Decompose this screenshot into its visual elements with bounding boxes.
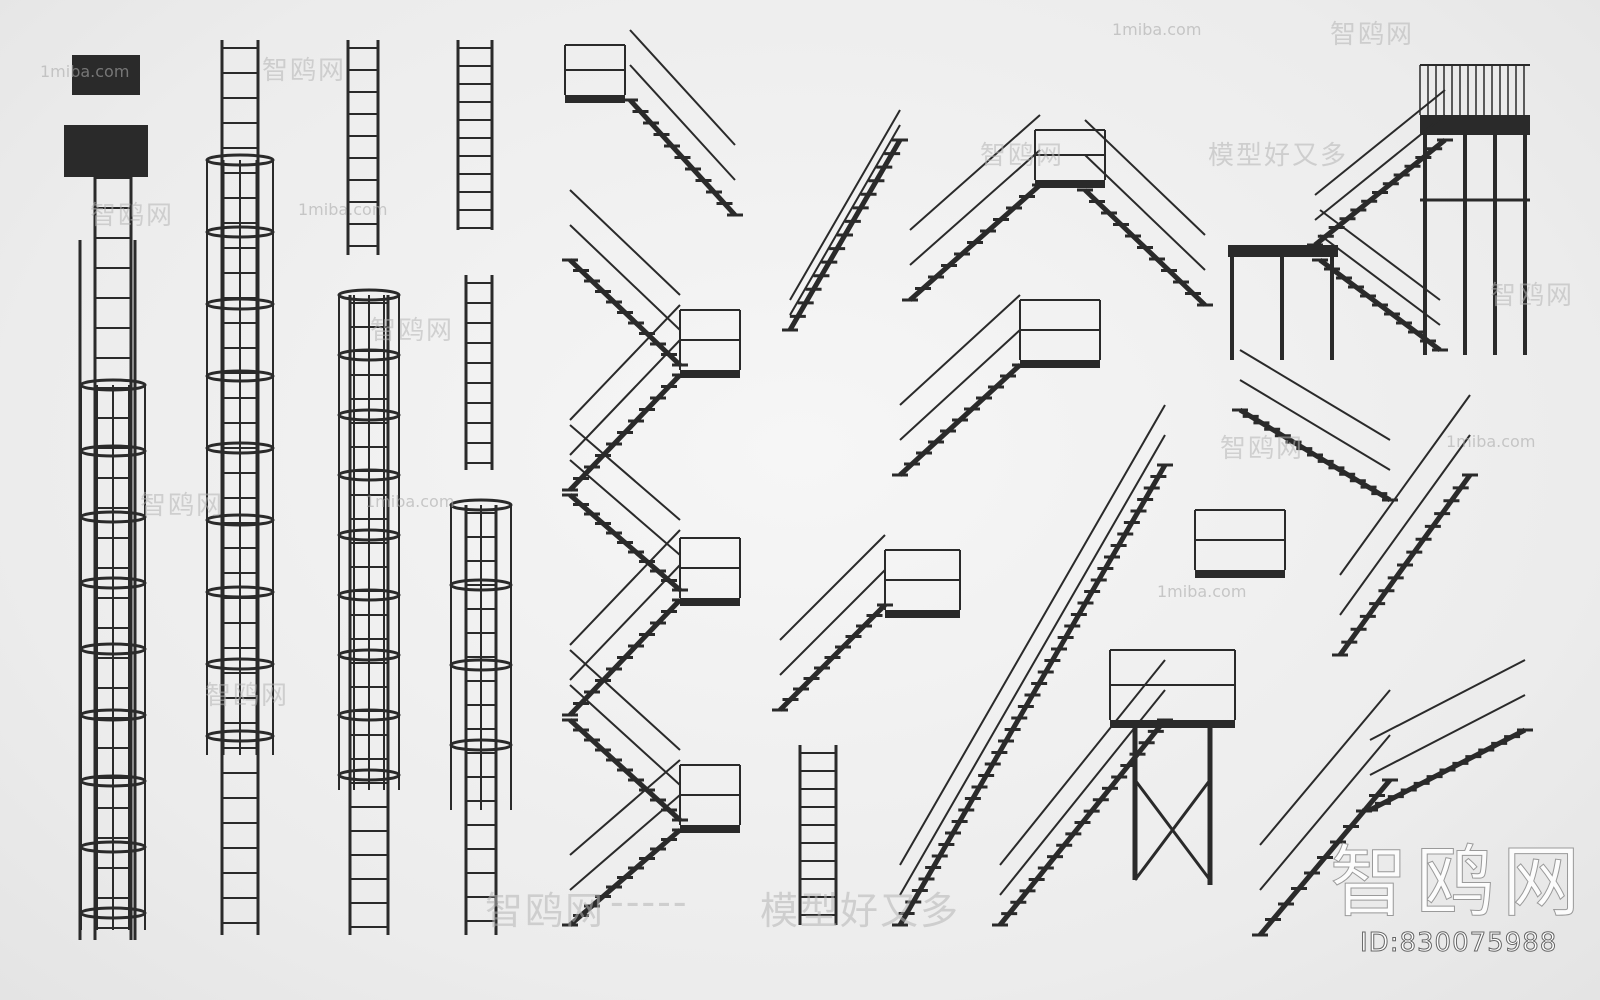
- stair-flight: [1307, 89, 1453, 247]
- watermark-site: 1miba.com: [298, 200, 388, 219]
- ladder: [456, 40, 494, 230]
- stair-flight: [782, 109, 908, 332]
- watermark-brand: 智鸥网: [485, 889, 606, 933]
- watermark-brand: 智鸥网: [140, 491, 225, 521]
- stair-flight: [622, 29, 743, 217]
- landing: [1194, 509, 1286, 578]
- model-id-label: ID:830075988: [1359, 928, 1558, 959]
- landing: [679, 309, 741, 378]
- stair-flight: [1252, 689, 1398, 937]
- stair-flight: [562, 304, 688, 492]
- watermark-brand: 智鸥网: [205, 681, 290, 711]
- stair-flight: [562, 424, 688, 592]
- watermark-brand-large: 智鸥网: [1329, 838, 1589, 929]
- stair-flight: [1312, 209, 1448, 352]
- watermark-site: 1miba.com: [1157, 582, 1247, 601]
- landing: [1109, 649, 1236, 728]
- stair-flight: [562, 649, 688, 822]
- step-ladder: [798, 745, 838, 925]
- caged-ladder: [205, 40, 275, 935]
- watermark-slogan: 模型好又多: [1208, 141, 1349, 171]
- watermark-brand: 智鸥网: [370, 316, 455, 346]
- watermark-site: 1miba.com: [1112, 20, 1202, 39]
- stair-flight: [1332, 394, 1478, 657]
- landing: [679, 537, 741, 606]
- landing: [884, 549, 961, 618]
- stair-flight: [1077, 119, 1213, 307]
- caged-ladder: [337, 288, 401, 935]
- watermark-brand: 智鸥网: [1490, 281, 1575, 311]
- watermark-site: 1miba.com: [40, 62, 130, 81]
- ladder: [464, 275, 494, 470]
- ladder: [346, 40, 380, 255]
- watermark-dashes: -----: [610, 880, 689, 924]
- stair-tower: [1228, 64, 1530, 360]
- stair-flight: [1362, 659, 1533, 813]
- watermark-brand: 智鸥网: [90, 201, 175, 231]
- caged-ladder: [449, 498, 513, 935]
- landing: [1019, 299, 1101, 368]
- watermark-slogan: 模型好又多: [760, 889, 961, 933]
- watermark-site: 1miba.com: [365, 492, 455, 511]
- stair-flight: [892, 294, 1028, 477]
- stair-flight: [562, 529, 688, 717]
- stair-flight: [562, 759, 688, 927]
- landing: [564, 44, 626, 103]
- stair-flight: [562, 189, 688, 367]
- support-legs: [1132, 725, 1213, 885]
- landing: [679, 764, 741, 833]
- stair-flight: [892, 404, 1173, 927]
- watermark-brand: 智鸥网: [262, 56, 347, 86]
- watermark-brand: 智鸥网: [980, 141, 1065, 171]
- watermark-brand: 智鸥网: [1220, 434, 1305, 464]
- watermark-brand: 智鸥网: [1330, 20, 1415, 50]
- stair-flight: [1232, 349, 1398, 503]
- watermark-site: 1miba.com: [1446, 432, 1536, 451]
- stair-flight: [772, 534, 893, 712]
- stair-flight: [902, 114, 1048, 302]
- caged-ladder: [64, 55, 148, 940]
